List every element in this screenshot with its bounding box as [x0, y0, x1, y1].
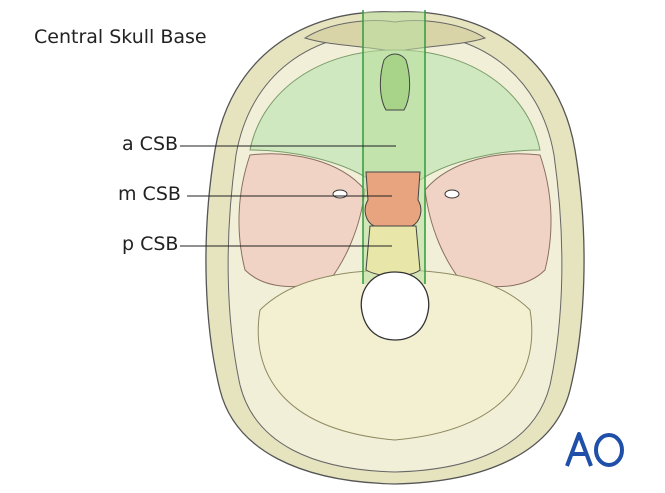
- posterior-fossa: [257, 269, 533, 441]
- foramen-right: [444, 189, 460, 199]
- label-posterior-csb: p CSB: [122, 233, 179, 255]
- label-middle-csb: m CSB: [118, 183, 181, 205]
- ao-logo: [565, 432, 624, 467]
- middle-csb-region: [364, 171, 422, 227]
- diagram-title: Central Skull Base: [34, 26, 207, 48]
- posterior-csb-region: [365, 225, 421, 277]
- cribriform-plate: [379, 53, 411, 111]
- label-anterior-csb: a CSB: [122, 133, 179, 155]
- foramen-left: [332, 189, 348, 199]
- foramen-magnum: [360, 271, 430, 341]
